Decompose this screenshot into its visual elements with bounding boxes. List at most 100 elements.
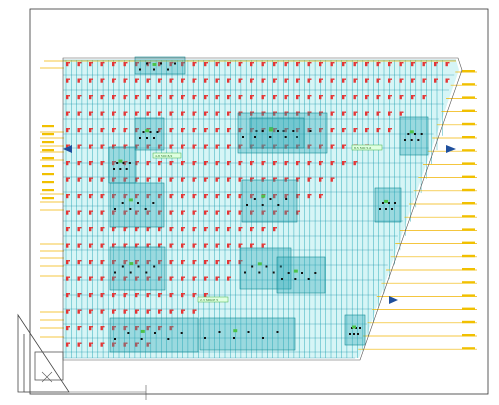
column-tag-flag [252,194,254,196]
column-tag [77,326,80,331]
column-tag-flag [355,78,358,80]
column-tag [296,128,299,133]
detail-mark [146,137,148,139]
column-tag-flag [240,177,243,179]
column-tag [238,161,241,166]
column-tag-flag [240,227,243,229]
detail-mark [233,337,235,339]
column-tag-flag [68,161,70,163]
column-tag-flag [160,161,162,163]
column-tag-flag [229,260,231,262]
column-tag-flag [148,210,151,212]
column-tag-flag [137,342,139,344]
column-tag [250,144,253,149]
column-tag [146,260,149,265]
column-tag [215,161,218,166]
column-tag-flag [275,194,277,196]
column-tag-flag [263,227,266,229]
cluster-block [199,317,296,351]
column-tag [227,161,230,166]
column-tag [112,309,115,314]
column-tag-flag [137,276,139,278]
column-tag-flag [137,293,139,295]
column-tag [181,95,184,100]
yellow-note-left [42,125,54,128]
column-tag-flag [263,243,266,245]
column-tag-flag [137,326,139,328]
column-tag-flag [171,194,174,196]
green-mark [233,329,238,333]
column-tag-flag [148,309,151,311]
cluster-block [237,112,328,154]
column-tag [89,342,92,347]
column-tag-flag [229,95,231,97]
column-tag-flag [137,177,139,179]
column-tag-flag [148,194,151,196]
column-tag [227,260,230,265]
column-tag [215,194,218,199]
column-tag-flag [171,326,174,328]
column-tag-flag [263,62,266,64]
column-tag-flag [240,194,243,196]
column-tag [123,260,126,265]
column-tag [89,326,92,331]
column-tag [273,194,276,199]
column-tag [422,95,425,100]
detail-mark [139,137,141,139]
column-tag [353,95,356,100]
column-tag-flag [206,227,208,229]
detail-mark [296,136,298,138]
column-tag [284,210,287,215]
column-tag-flag [171,62,174,64]
column-tag-flag [79,342,82,344]
title-block [17,313,147,400]
column-tag [399,78,402,83]
column-tag-flag [125,144,128,146]
column-tag [192,161,195,166]
column-tag-flag [160,128,162,130]
column-tag-flag [321,95,323,97]
column-tag [215,111,218,116]
column-tag-flag [424,95,427,97]
column-tag [112,111,115,116]
column-tag-flag [217,260,220,262]
column-tag [89,62,92,67]
column-tag-flag [240,62,243,64]
detail-mark [388,202,390,204]
yellow-note-left [42,181,54,184]
green-mark [293,269,298,273]
column-tag-flag [378,78,381,80]
column-tag [123,177,126,182]
column-tag-flag [217,243,220,245]
column-tag-flag [137,210,139,212]
column-tag [169,144,172,149]
column-tag-flag [148,260,151,262]
column-tag [77,161,80,166]
column-tag [388,95,391,100]
column-tag-flag [91,309,93,311]
detail-mark [391,208,393,210]
column-tag [388,62,391,67]
column-tag [238,243,241,248]
column-tag-flag [68,227,70,229]
column-tag-flag [424,78,427,80]
column-tag-flag [114,243,116,245]
column-tag-flag [114,95,116,97]
column-tag [135,210,138,215]
column-tag [434,62,437,67]
column-tag-flag [137,260,139,262]
column-tag-flag [183,227,185,229]
column-tag-flag [68,194,70,196]
column-tag-flag [367,128,369,130]
column-tag [273,111,276,116]
green-mark [129,262,134,266]
yellow-note-right [462,70,475,73]
column-tag-flag [194,144,197,146]
detail-mark [261,130,264,132]
column-tag [123,309,126,314]
column-tag [77,177,80,182]
column-tag-flag [79,293,82,295]
column-tag [112,144,115,149]
